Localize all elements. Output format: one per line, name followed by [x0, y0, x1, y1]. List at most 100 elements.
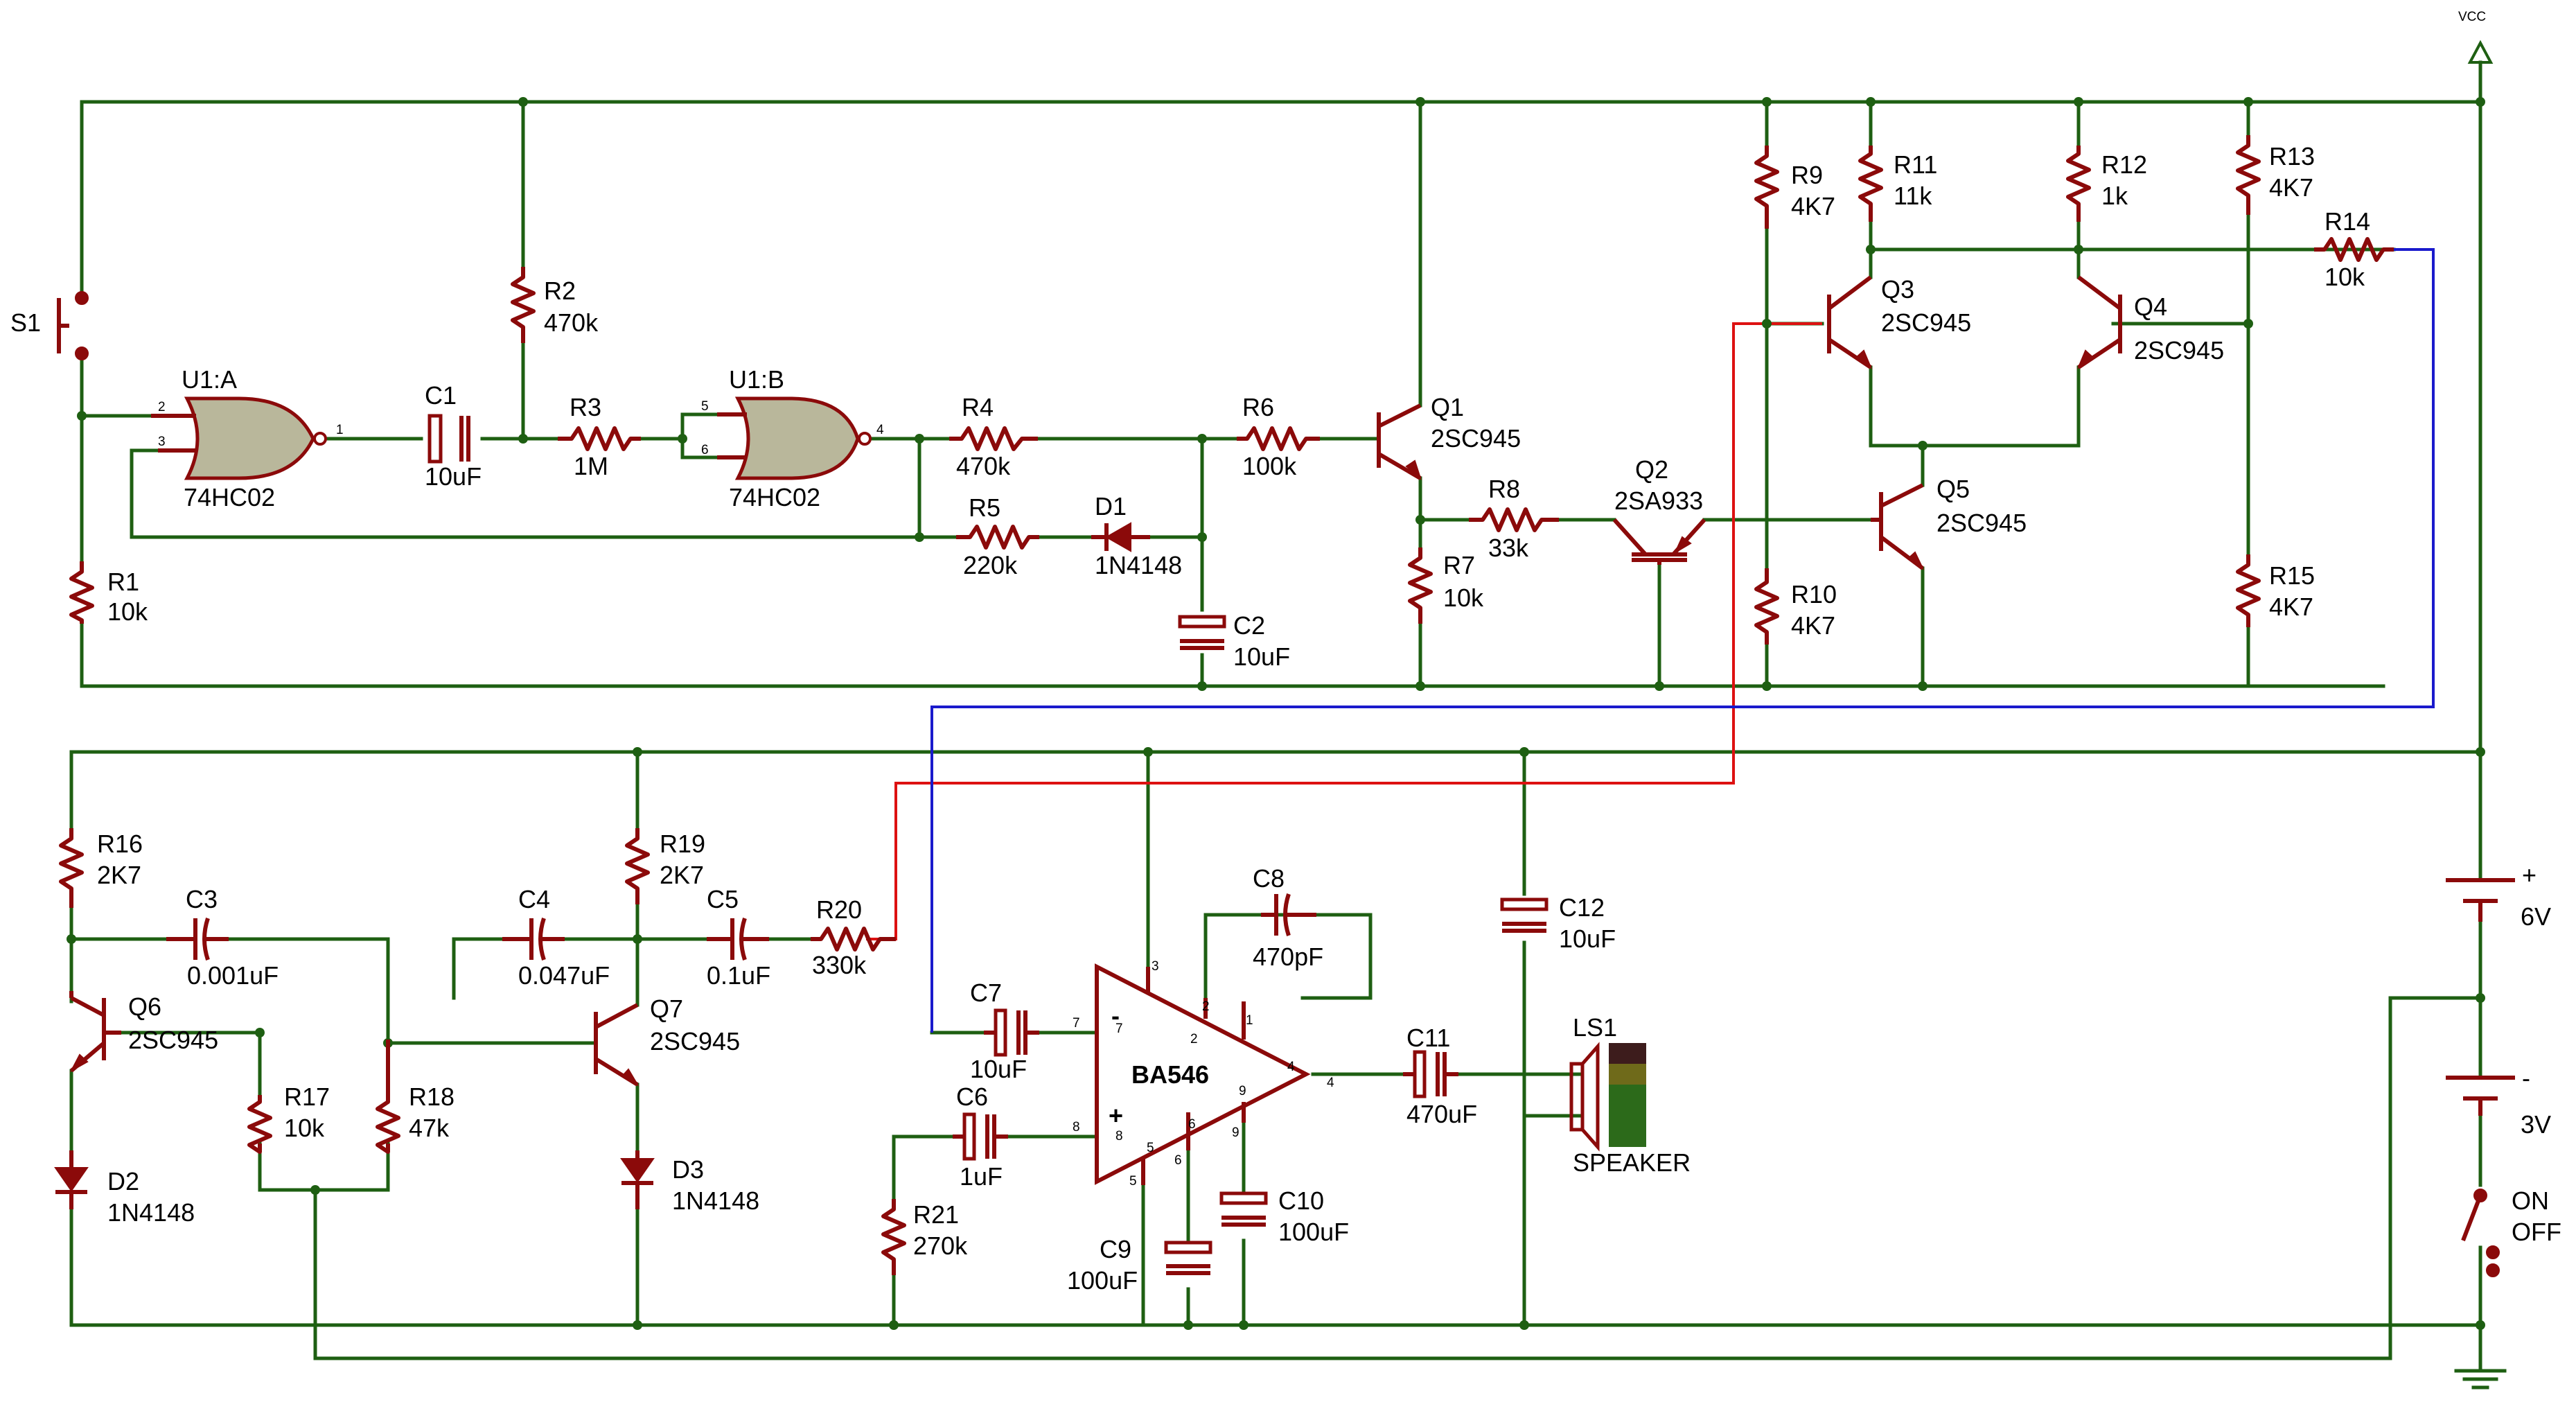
r14-value: 10k: [2324, 263, 2365, 291]
ba546-minus: -: [1111, 1001, 1120, 1030]
ba546-pin6: 6: [1174, 1153, 1182, 1168]
r7-name: R7: [1443, 551, 1475, 579]
resistor-r11: R11 11k: [1858, 146, 1937, 222]
resistor-r5: R5 220k: [956, 493, 1039, 579]
ba546-pin1: 1: [1246, 1013, 1253, 1028]
transistor-q3: Q3 2SC945: [1827, 275, 1971, 369]
r8-name: R8: [1488, 475, 1520, 503]
resistor-r4: R4 470k: [949, 393, 1038, 480]
r9-value: 4K7: [1791, 192, 1835, 220]
r12-value: 1k: [2101, 182, 2128, 210]
r11-name: R11: [1894, 150, 1937, 179]
ba546-pin9-inner: 9: [1239, 1084, 1246, 1098]
u1b-pin5: 5: [701, 399, 709, 414]
r2-value: 470k: [544, 308, 599, 337]
resistor-r13: R13 4K7: [2236, 135, 2315, 215]
vcc-symbol: VCC: [2458, 10, 2494, 64]
resistor-r15: R15 4K7: [2236, 554, 2315, 627]
ba546-plus: +: [1109, 1101, 1123, 1130]
switch-on-off[interactable]: ON OFF: [2461, 1186, 2561, 1277]
speaker-label: SPEAKER: [1573, 1148, 1691, 1177]
battery-3v-minus: -: [2522, 1064, 2530, 1092]
u1a-name: U1:A: [182, 365, 237, 394]
q3-value: 2SC945: [1881, 308, 1971, 337]
capacitor-c8: C8 470pF: [1253, 864, 1323, 971]
capacitor-c5: C5 0.1uF: [707, 885, 770, 990]
r12-name: R12: [2101, 150, 2147, 179]
switch-s1[interactable]: S1: [10, 291, 89, 360]
resistor-r17: R17 10k: [247, 1083, 330, 1154]
ba546-pin8: 8: [1073, 1120, 1080, 1134]
gate-u1b: U1:B 74HC02 5 6 4: [701, 365, 884, 511]
q2-value: 2SA933: [1614, 487, 1703, 515]
r2-name: R2: [544, 277, 576, 305]
c3-value: 0.001uF: [187, 961, 279, 990]
capacitor-c3: C3 0.001uF: [166, 885, 279, 990]
s1-label: S1: [10, 308, 41, 337]
r16-name: R16: [97, 830, 143, 858]
u1a-pin3: 3: [158, 435, 166, 449]
d1-value: 1N4148: [1095, 551, 1182, 579]
c12-name: C12: [1559, 893, 1605, 922]
ba546-pin4-inner: 4: [1287, 1060, 1295, 1074]
resistor-r21: R21 270k: [881, 1199, 968, 1275]
q6-value: 2SC945: [128, 1026, 218, 1054]
c1-name: C1: [425, 381, 457, 410]
c8-name: C8: [1253, 864, 1285, 893]
ba546-pin7-inner: 7: [1115, 1022, 1123, 1036]
q1-name: Q1: [1431, 393, 1464, 421]
r1-value: 10k: [107, 597, 148, 626]
c11-value: 470uF: [1406, 1100, 1477, 1128]
r20-value: 330k: [812, 951, 867, 979]
u1b-part: 74HC02: [729, 483, 820, 511]
c1-value: 10uF: [425, 462, 482, 491]
r13-name: R13: [2269, 142, 2315, 170]
r13-value: 4K7: [2269, 173, 2313, 202]
r4-value: 470k: [956, 452, 1011, 480]
capacitor-c4: C4 0.047uF: [502, 885, 610, 990]
r5-name: R5: [969, 493, 1000, 522]
q1-value: 2SC945: [1431, 424, 1521, 453]
r5-value: 220k: [963, 551, 1018, 579]
c9-name: C9: [1100, 1235, 1131, 1263]
q7-value: 2SC945: [650, 1027, 740, 1055]
d1-name: D1: [1095, 492, 1127, 520]
c8-value: 470pF: [1253, 943, 1323, 971]
resistor-r16: R16 2K7: [59, 828, 143, 908]
resistor-r3: R3 1M: [558, 393, 641, 480]
u1b-name: U1:B: [729, 365, 784, 394]
r16-value: 2K7: [97, 861, 141, 889]
diode-d1: D1 1N4148: [1091, 492, 1182, 579]
c5-value: 0.1uF: [707, 961, 770, 990]
c9-value: 100uF: [1067, 1266, 1138, 1295]
capacitor-c7: C7 10uF: [970, 979, 1039, 1083]
battery-6v: + 6V: [2446, 861, 2551, 931]
c7-value: 10uF: [970, 1055, 1027, 1083]
c6-value: 1uF: [960, 1162, 1003, 1191]
u1a-pin2: 2: [158, 400, 166, 414]
c7-name: C7: [970, 979, 1002, 1007]
c12-value: 10uF: [1559, 925, 1616, 953]
u1b-pin4: 4: [876, 423, 884, 437]
c11-name: C11: [1406, 1024, 1450, 1052]
wires: [69, 60, 2482, 1373]
ba546-pin5-inner: 5: [1147, 1141, 1154, 1155]
switch-off-label: OFF: [2512, 1218, 2561, 1246]
ba546-pin4: 4: [1327, 1076, 1334, 1090]
c10-value: 100uF: [1278, 1218, 1349, 1246]
q5-name: Q5: [1937, 475, 1970, 503]
capacitor-c10: C10 100uF: [1219, 1186, 1349, 1246]
transistor-q1: Q1 2SC945: [1377, 393, 1521, 481]
r17-name: R17: [284, 1083, 330, 1111]
c5-name: C5: [707, 885, 739, 913]
capacitor-c11: C11 470uF: [1403, 1024, 1477, 1128]
r21-value: 270k: [913, 1232, 968, 1260]
c3-name: C3: [186, 885, 218, 913]
transistor-q5: Q5 2SC945: [1871, 475, 2027, 570]
r6-name: R6: [1242, 393, 1274, 421]
switch-on-label: ON: [2512, 1186, 2549, 1215]
r18-name: R18: [409, 1083, 455, 1111]
resistor-r7: R7 10k: [1408, 547, 1484, 624]
r21-name: R21: [913, 1200, 959, 1229]
